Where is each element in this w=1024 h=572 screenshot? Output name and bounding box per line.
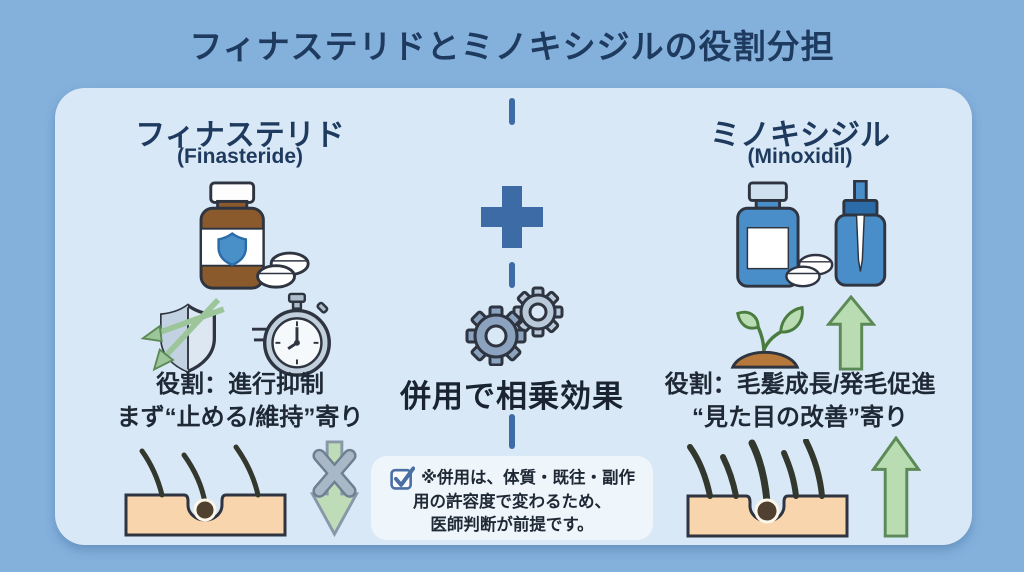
minoxidil-role-line1: 役割：毛髪成長/発毛促進 (664, 371, 936, 398)
finasteride-hair-illustration (55, 440, 425, 538)
hair-follicle-icon (118, 443, 293, 538)
minoxidil-column: ミノキシジル (Minoxidil) (650, 88, 950, 545)
dashed-divider-segment (509, 414, 515, 449)
checkbox-checked-icon (389, 465, 415, 491)
gears-icon (450, 286, 574, 366)
dashed-divider-segment (509, 262, 515, 288)
growth-up-arrow-icon (870, 436, 921, 539)
dashed-divider-segment (509, 98, 515, 125)
note-line2: 用の許容度で変わるため、 (413, 493, 611, 511)
minoxidil-hair-illustration (650, 436, 950, 539)
content-card: フィナステリド (Finasteride) (55, 88, 972, 545)
finasteride-column: フィナステリド (Finasteride) (55, 88, 425, 545)
combination-column: 併用で相乗効果 ※併用は、体質・既往・副作 用の許容度で変わるため、 医師判断が… (371, 88, 653, 545)
synergy-label: 併用で相乗効果 (400, 379, 624, 414)
finasteride-subheading: (Finasteride) (176, 145, 304, 168)
minoxidil-heading: ミノキシジル (710, 119, 890, 152)
pill-bottle-icon (55, 180, 425, 292)
note-line3: 医師判断が前提です。 (430, 516, 594, 534)
note-line1: ※併用は、体質・既往・副作 (420, 468, 636, 487)
stopwatch-icon (248, 292, 343, 380)
page-title: フィナステリドとミノキシジルの役割分担 (189, 28, 835, 65)
minoxidil-subheading: (Minoxidil) (747, 145, 853, 168)
finasteride-role-line2: まず“止める/維持”寄り (116, 404, 364, 431)
plus-icon (481, 186, 543, 248)
doctor-note-box: ※併用は、体質・既往・副作 用の許容度で変わるため、 医師判断が前提です。 (371, 456, 653, 540)
minoxidil-role-line2: “見た目の改善”寄り (692, 404, 908, 431)
finasteride-role-line1: 役割：進行抑制 (156, 371, 324, 398)
shield-deflect-icon (138, 296, 238, 376)
medicine-bottle-dropper-icon (650, 180, 950, 292)
shield-stopwatch-icons (55, 292, 425, 380)
minoxidil-role-text: 役割：毛髪成長/発毛促進 “見た目の改善”寄り (650, 368, 950, 434)
blocked-down-arrow-icon (307, 440, 362, 538)
finasteride-role-text: 役割：進行抑制 まず“止める/維持”寄り (55, 368, 425, 434)
sprout-growth-icons (650, 293, 950, 371)
finasteride-heading: フィナステリド (135, 119, 345, 152)
sprout-icon (724, 293, 806, 371)
hair-growth-icon (680, 439, 855, 539)
up-arrow-icon (826, 295, 876, 371)
